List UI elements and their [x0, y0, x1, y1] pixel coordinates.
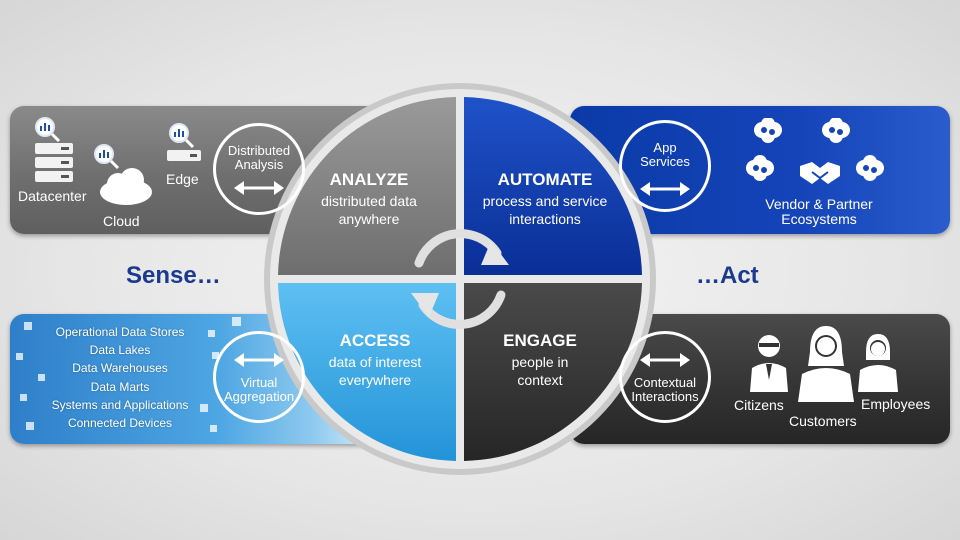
ring-label: Virtual Aggregation — [216, 376, 302, 404]
ring-label-line-2: Analysis — [234, 157, 284, 172]
ring-label-line-1: Virtual — [240, 375, 278, 390]
engage-subtitle: people in context — [512, 353, 569, 389]
automate-quadrant — [464, 97, 642, 275]
access-subtitle-line-1: data of interest — [328, 354, 422, 370]
person-icon — [798, 326, 854, 402]
gear-cluster-icon — [746, 118, 884, 181]
employees-label: Employees — [861, 396, 931, 412]
decor-square — [20, 394, 27, 401]
automate-subtitle-line-2: interactions — [509, 211, 581, 227]
ecosystem-line-2: Ecosystems — [781, 211, 857, 227]
magnifier-chart-icon — [35, 117, 61, 142]
decor-square — [200, 404, 208, 412]
person-icon — [750, 335, 788, 392]
double-arrow-icon — [640, 182, 690, 196]
double-arrow-icon — [640, 353, 690, 367]
access-title: ACCESS — [339, 331, 411, 350]
sense-heading: Sense… — [126, 262, 221, 289]
ecosystem-line-1: Vendor & Partner — [765, 196, 873, 212]
list-item: Data Warehouses — [72, 361, 168, 375]
act-heading: …Act — [696, 262, 759, 289]
automate-subtitle-line-1: process and service — [482, 193, 608, 209]
ring-label-line-1: Distributed — [227, 143, 291, 158]
lifecycle-circle — [264, 83, 656, 475]
citizens-label: Citizens — [734, 397, 784, 413]
analyze-subtitle: distributed data anywhere — [321, 192, 417, 228]
ring-label: Contextual Interactions — [622, 376, 708, 404]
analyze-quadrant — [278, 97, 456, 275]
automate-title: AUTOMATE — [497, 170, 593, 189]
access-subtitle-line-2: everywhere — [338, 372, 412, 388]
decor-square — [212, 352, 219, 359]
cycle-arrows-icon — [414, 229, 506, 329]
list-item: Systems and Applications — [51, 398, 189, 412]
contextual-interactions-ring: Contextual Interactions — [619, 331, 711, 423]
list-item: Connected Devices — [67, 416, 173, 430]
engage-quadrant — [464, 283, 642, 461]
virtual-aggregation-ring: Virtual Aggregation — [213, 331, 305, 423]
engage-title: ENGAGE — [503, 331, 577, 350]
ring-label-line-2: Aggregation — [223, 389, 295, 404]
person-icon — [858, 334, 898, 392]
ring-label-line-2: Services — [640, 154, 690, 169]
cloud-label: Cloud — [103, 213, 140, 229]
app-services-ring: App Services — [619, 120, 711, 212]
cloud-icon — [100, 168, 152, 205]
decor-square — [208, 330, 215, 337]
analyze-subtitle-line-2: anywhere — [338, 211, 400, 227]
server-icon — [35, 143, 73, 182]
double-arrow-icon — [234, 181, 284, 195]
decor-square — [232, 317, 241, 326]
handshake-icon — [800, 162, 840, 184]
distributed-analysis-ring: Distributed Analysis — [213, 123, 305, 215]
access-subtitle: data of interest everywhere — [329, 353, 422, 389]
engage-subtitle-line-1: people in — [511, 354, 569, 370]
ring-label: App Services — [622, 141, 708, 169]
decor-square — [26, 422, 34, 430]
ring-label-line-1: Contextual — [633, 375, 697, 390]
decor-square — [210, 425, 217, 432]
magnifier-chart-icon — [94, 144, 120, 169]
decor-square — [24, 322, 32, 330]
automate-subtitle: process and service interactions — [483, 192, 608, 228]
list-item: Operational Data Stores — [55, 325, 185, 339]
magnifier-chart-icon — [169, 123, 195, 148]
customers-label: Customers — [789, 413, 857, 429]
list-item: Data Lakes — [89, 343, 151, 357]
engage-subtitle-line-2: context — [517, 372, 563, 388]
datacenter-label: Datacenter — [18, 188, 87, 204]
edge-label: Edge — [166, 171, 199, 187]
double-arrow-icon — [234, 353, 284, 367]
decor-square — [38, 374, 45, 381]
analyze-subtitle-line-1: distributed data — [321, 193, 417, 209]
ring-label-line-1: App — [653, 140, 677, 155]
list-item: Data Marts — [90, 380, 150, 394]
decor-square — [16, 353, 23, 360]
access-quadrant — [278, 283, 456, 461]
ring-label: Distributed Analysis — [216, 144, 302, 172]
ring-label-line-2: Interactions — [631, 389, 699, 404]
edge-device-icon — [167, 150, 201, 161]
ecosystem-label: Vendor & Partner Ecosystems — [765, 197, 872, 227]
analyze-title: ANALYZE — [329, 170, 409, 189]
